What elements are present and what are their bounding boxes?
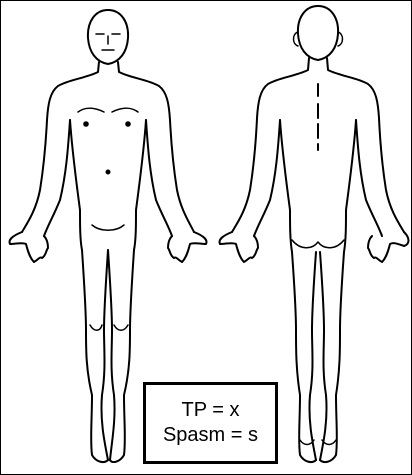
legend-trigger-point-label: TP = x: [182, 398, 240, 423]
legend-spasm-label: Spasm = s: [163, 423, 258, 448]
legend-box: TP = x Spasm = s: [143, 382, 278, 464]
